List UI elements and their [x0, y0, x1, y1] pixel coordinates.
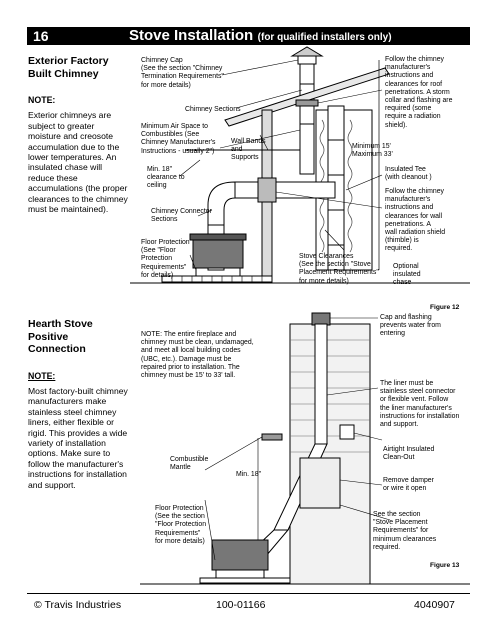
label-chimney-cap: Chimney Cap (See the section "Chimney Te…: [141, 57, 224, 89]
label-min-max: Minimum 15' Maximum 33': [352, 143, 393, 159]
label-chimney-sections: Chimney Sections: [185, 106, 241, 113]
label-combustible-mantle: Combustible Mantle: [170, 456, 209, 472]
page-title: Stove Installation (for qualified instal…: [129, 27, 392, 47]
label-insulated-tee: Insulated Tee (with cleanout ): [385, 166, 432, 182]
figure-13-caption: Figure 13: [430, 562, 460, 569]
label-floor-protection: Floor Protection (See "Floor Protection …: [141, 239, 190, 279]
label-min-air-space: Minimum Air Space to Combustibles (See C…: [141, 123, 216, 155]
label-min-18: Min. 18": [236, 471, 262, 478]
page-number: 16: [33, 28, 49, 44]
label-cap-flashing: Cap and flashing prevents water from ent…: [380, 314, 441, 338]
title-text: Stove Installation: [129, 27, 254, 44]
title-subtitle: (for qualified installers only): [257, 32, 392, 43]
footer-doc-number: 4040907: [414, 599, 455, 611]
label-remove-damper: Remove damper or wire it open: [383, 477, 434, 493]
stove-body: [211, 539, 269, 571]
label-stove-clearances: Stove Clearances (See the section "Stove…: [299, 253, 379, 285]
section-heading: Exterior Factory Built Chimney: [28, 55, 109, 80]
label-wall-penetration: Follow the chimney manufacturer's instru…: [385, 188, 446, 253]
label-roof-penetration: Follow the chimney manufacturer's instru…: [385, 56, 453, 129]
label-optional-chase: Optional insulated chase: [393, 263, 421, 287]
footer-divider: [27, 593, 470, 594]
footer-part-number: 100-01166: [216, 599, 266, 611]
note-text: Most factory-built chimney manufacturers…: [28, 385, 128, 490]
figure-12-caption: Figure 12: [430, 304, 460, 311]
label-airtight-cleanout: Airtight Insulated Clean-Out: [383, 446, 435, 462]
label-min-18-clearance: Min. 18" clearance to ceiling: [147, 166, 185, 190]
footer-company: © Travis Industries: [34, 599, 122, 611]
label-liner-note: The liner must be stainless steel connec…: [380, 380, 460, 429]
label-wall-bands: Wall Bands and Supports: [231, 138, 266, 162]
section-hearth-stove: Hearth Stove Positive Connection NOTE: M…: [28, 318, 128, 490]
label-connector-sections: Chimney Connector Sections: [151, 208, 212, 224]
section-heading: Hearth Stove Positive Connection: [28, 318, 93, 355]
label-placement-requirements: See the section "Stove Placement Require…: [373, 511, 437, 551]
label-floor-protection: Floor Protection (See the section "Floor…: [155, 505, 207, 545]
page-header: 16 Stove Installation (for qualified ins…: [27, 27, 470, 45]
note-label: NOTE:: [28, 370, 56, 381]
note-text: Exterior chimneys are subject to greater…: [28, 110, 128, 215]
note-label: NOTE:: [28, 95, 56, 105]
masonry-chimney: [289, 323, 371, 585]
section-exterior-chimney: Exterior Factory Built Chimney NOTE: Ext…: [28, 55, 128, 214]
label-fireplace-note: NOTE: The entire fireplace and chimney m…: [141, 331, 254, 380]
